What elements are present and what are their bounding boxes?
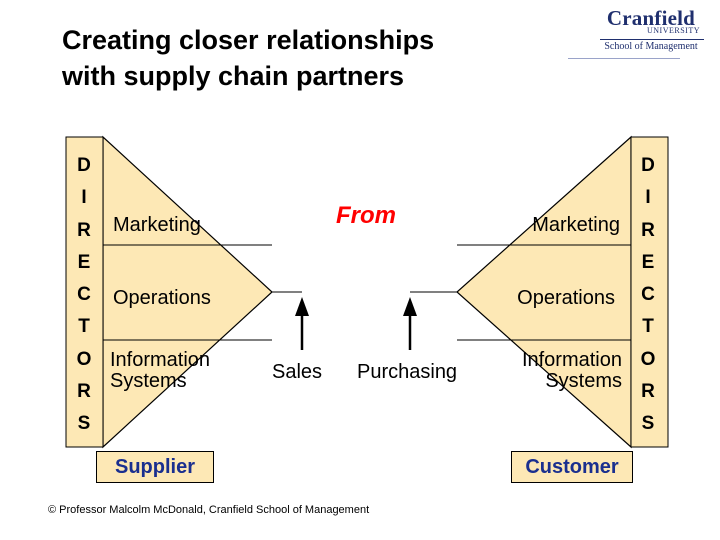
directors-letter: R — [77, 381, 91, 403]
cranfield-logo: Cranfield UNIVERSITY School of Managemen… — [596, 6, 706, 52]
customer-operations-label: Operations — [517, 287, 615, 309]
directors-letter: R — [641, 219, 655, 241]
supplier-directors-column — [65, 136, 104, 448]
purchasing-arrow — [403, 297, 417, 350]
logo-name: Cranfield — [606, 6, 696, 30]
supplier-directors-label: D I R E C T O R S — [72, 150, 96, 441]
sales-label: Sales — [272, 361, 323, 383]
information-line-1: Information — [521, 349, 622, 371]
directors-letter: R — [77, 219, 91, 241]
information-line-2: Systems — [545, 370, 622, 392]
directors-letter: E — [641, 251, 655, 273]
directors-letter: I — [645, 187, 651, 209]
sales-arrow — [295, 297, 309, 350]
directors-letter: S — [641, 413, 655, 435]
title-line-2: with supply chain partners — [62, 61, 405, 91]
customer-box: Customer — [511, 451, 633, 483]
customer-directors-column — [630, 136, 669, 448]
directors-letter: O — [640, 348, 656, 370]
customer-marketing-label: Marketing — [532, 214, 620, 236]
logo-rule — [600, 39, 704, 40]
information-line-1: Information — [110, 349, 211, 371]
supplier-information-systems-label: Information Systems — [110, 350, 210, 392]
customer-information-systems-label: Information Systems — [522, 350, 622, 392]
directors-letter: I — [81, 187, 87, 209]
directors-letter: T — [642, 316, 654, 338]
purchasing-label: Purchasing — [357, 361, 458, 383]
directors-letter: R — [641, 381, 655, 403]
directors-letter: S — [77, 413, 91, 435]
title-line-1: Creating closer relationships — [62, 25, 435, 55]
title-rule — [568, 58, 680, 59]
directors-letter: C — [77, 284, 91, 306]
page-title: Creating closer relationships with suppl… — [62, 22, 434, 94]
from-label: From — [336, 202, 396, 229]
information-line-2: Systems — [110, 370, 187, 392]
supplier-marketing-label: Marketing — [113, 214, 201, 236]
directors-letter: O — [76, 348, 92, 370]
directors-letter: E — [77, 251, 91, 273]
directors-letter: T — [78, 316, 90, 338]
copyright-footer: © Professor Malcolm McDonald, Cranfield … — [48, 504, 370, 516]
logo-university: UNIVERSITY — [647, 26, 700, 35]
logo-school: School of Management — [604, 41, 698, 52]
directors-letter: D — [641, 155, 655, 176]
supplier-box: Supplier — [96, 451, 214, 483]
customer-directors-label: D I R E C T O R S — [636, 150, 660, 441]
directors-letter: D — [77, 155, 91, 176]
directors-letter: C — [641, 284, 655, 306]
supplier-operations-label: Operations — [113, 287, 211, 309]
